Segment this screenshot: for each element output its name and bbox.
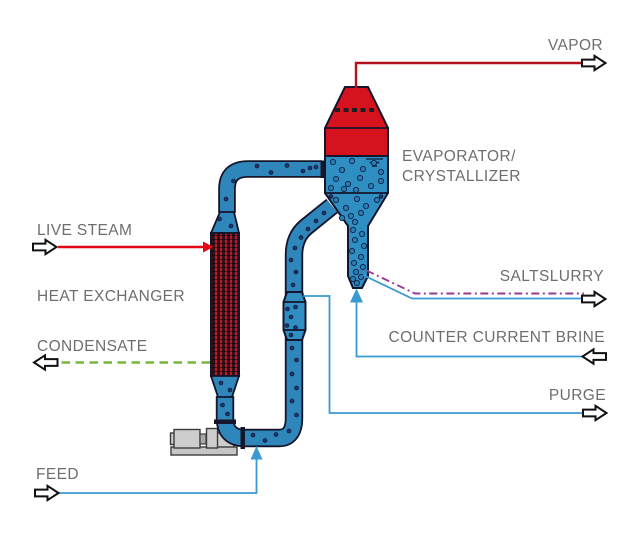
hx-top-head [209, 211, 241, 234]
stream-vapor [354, 54, 607, 88]
label-condensate: CONDENSATE [37, 338, 148, 355]
pump-coupling [199, 433, 207, 445]
purge-line [303, 295, 585, 414]
label-vapor: VAPOR [548, 37, 603, 54]
crystal-bubbles [327, 157, 385, 287]
heat-exchanger [209, 211, 241, 398]
bottom-loop-pipe-outline [215, 198, 338, 448]
saltslurry-dashdot-line [366, 269, 584, 295]
vapor-dome [324, 86, 389, 157]
pump-motor [173, 428, 201, 449]
label-evaporator-line2: CRYSTALLIZER [402, 168, 521, 185]
stream-live-steam [32, 238, 214, 256]
purge-outlet-arrow-icon [582, 404, 608, 422]
label-heat-exchanger: HEAT EXCHANGER [37, 288, 185, 305]
pipe-bolts [217, 163, 384, 443]
label-counter-current-brine: COUNTER CURRENT BRINE [388, 329, 605, 346]
saltslurry-line [362, 274, 584, 300]
live-steam-arrowhead-icon [203, 241, 214, 253]
vapor-line [354, 61, 584, 88]
label-live-steam: LIVE STEAM [37, 222, 132, 239]
pump-baseplate [170, 446, 238, 456]
hx-tube-bundle [210, 232, 240, 377]
top-connector-pipe [220, 162, 322, 213]
hx-bottom-head [209, 375, 241, 398]
condensate-outlet-arrow-icon [33, 354, 59, 371]
feed-arrowhead-icon [250, 446, 263, 460]
live-steam-inlet-arrow-icon [32, 238, 58, 256]
stream-purge [303, 295, 608, 422]
bottom-loop-pipe [217, 200, 337, 446]
saltslurry-outlet-arrow-icon [581, 290, 607, 308]
pump-suction-flange [214, 419, 236, 424]
pump-discharge-flange [240, 427, 245, 449]
label-evaporator-line1: EVAPORATOR/ [402, 148, 516, 165]
brine-line [355, 302, 605, 358]
stream-saltslurry [362, 269, 607, 308]
label-purge: PURGE [549, 387, 606, 404]
vessel-inlet-flange [320, 160, 325, 178]
stream-feed [34, 446, 263, 502]
label-saltslurry: SALTSLURRY [500, 268, 604, 285]
stream-counter-current-brine [350, 288, 607, 365]
brine-inlet-arrow-icon [581, 348, 607, 365]
vapor-outlet-arrow-icon [581, 54, 607, 72]
labels: LIVE STEAM HEAT EXCHANGER CONDENSATE FEE… [36, 37, 606, 483]
pump-pedestal [205, 427, 219, 449]
feed-line [59, 459, 258, 494]
elutriation-leg-vessel [282, 291, 307, 341]
circulation-pipes [214, 160, 338, 449]
stream-condensate [33, 354, 210, 371]
label-feed: FEED [36, 466, 79, 483]
feed-inlet-arrow-icon [34, 484, 60, 502]
brine-arrowhead-icon [350, 288, 363, 303]
circulation-pump [169, 427, 238, 456]
